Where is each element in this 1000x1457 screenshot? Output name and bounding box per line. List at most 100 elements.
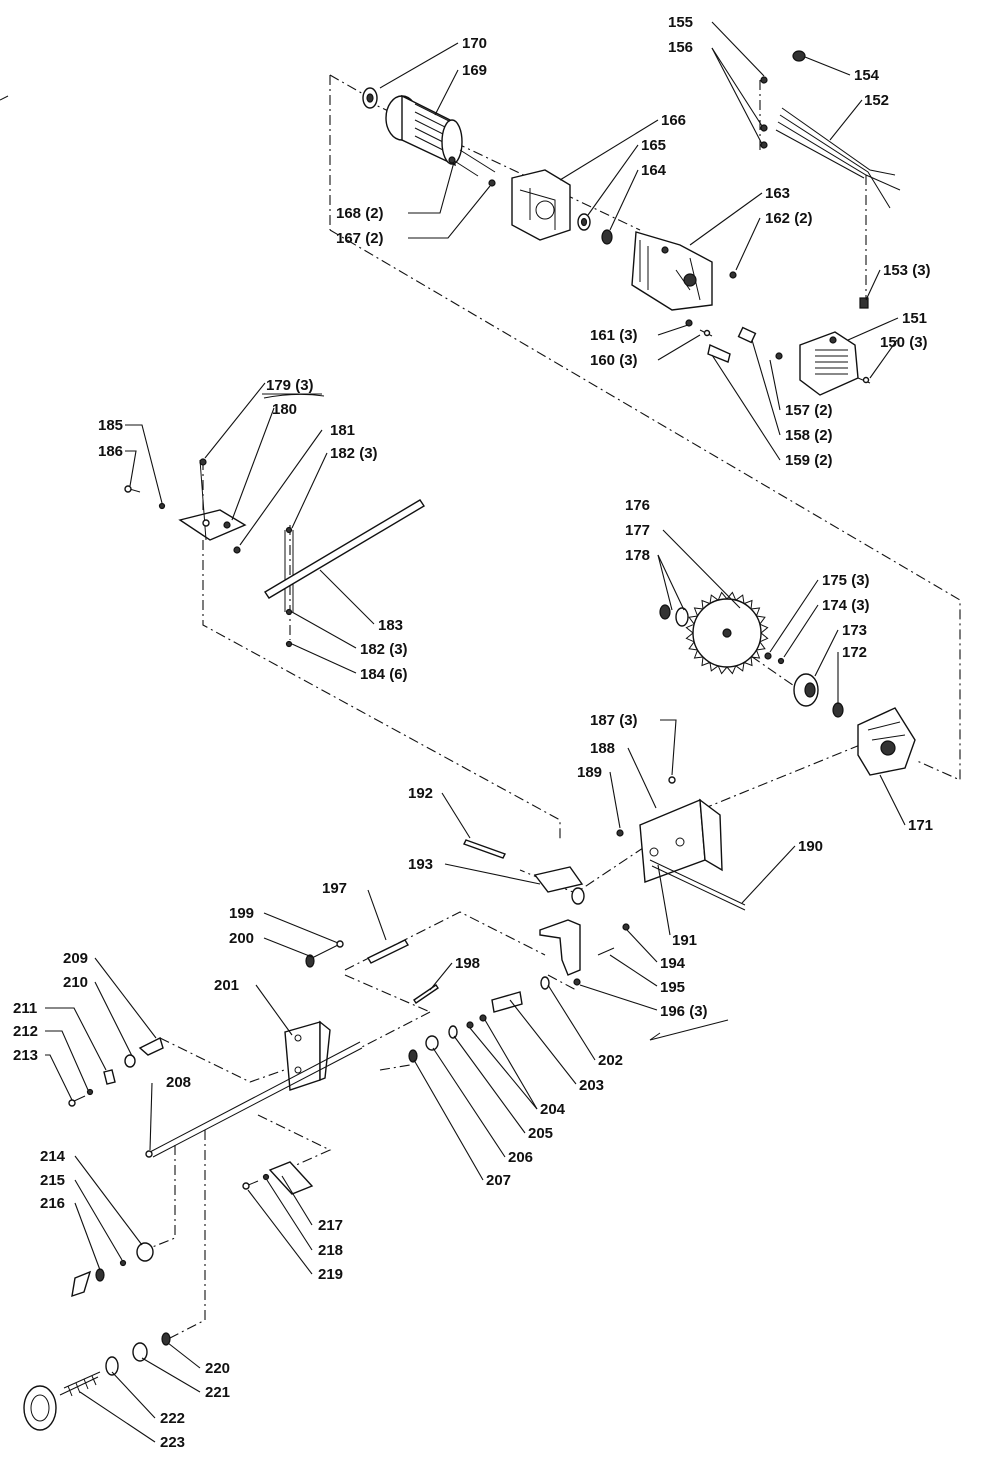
corner-mark bbox=[0, 95, 9, 101]
callout-156: 156 bbox=[668, 39, 693, 56]
callout-162: 162 (2) bbox=[765, 210, 813, 227]
callout-193: 193 bbox=[408, 856, 433, 873]
callout-174: 174 (3) bbox=[822, 597, 870, 614]
callout-188: 188 bbox=[590, 740, 615, 757]
callout-172: 172 bbox=[842, 644, 867, 661]
callout-217: 217 bbox=[318, 1217, 343, 1234]
callout-167: 167 (2) bbox=[336, 230, 384, 247]
part-187-189-screws bbox=[616, 776, 676, 837]
callout-175: 175 (3) bbox=[822, 572, 870, 589]
callout-152: 152 bbox=[864, 92, 889, 109]
callout-222: 222 bbox=[160, 1410, 185, 1427]
callout-183: 183 bbox=[378, 617, 403, 634]
callout-164: 164 bbox=[641, 162, 667, 179]
callout-186: 186 bbox=[98, 443, 123, 460]
callout-196: 196 (3) bbox=[660, 1003, 708, 1020]
callout-199: 199 bbox=[229, 905, 254, 922]
callout-195: 195 bbox=[660, 979, 685, 996]
callout-207: 207 bbox=[486, 1172, 511, 1189]
part-194-196-bracket bbox=[539, 919, 630, 986]
part-169-armature bbox=[385, 94, 496, 173]
callout-166: 166 bbox=[661, 112, 686, 129]
callout-201: 201 bbox=[214, 977, 239, 994]
part-176-saw-blade bbox=[692, 598, 762, 668]
part-153-connector bbox=[859, 297, 869, 309]
part-198-screw bbox=[413, 984, 439, 1004]
part-179-186-bracket bbox=[124, 458, 247, 554]
callout-219: 219 bbox=[318, 1266, 343, 1283]
callout-151: 151 bbox=[902, 310, 927, 327]
part-161-160-screws bbox=[685, 319, 713, 337]
callout-173: 173 bbox=[842, 622, 867, 639]
part-214-216-handle bbox=[71, 1242, 154, 1298]
callout-208: 208 bbox=[166, 1074, 191, 1091]
callout-216: 216 bbox=[40, 1195, 65, 1212]
callout-168: 168 (2) bbox=[336, 205, 384, 222]
part-154-cap bbox=[792, 50, 806, 62]
saw-blade-teeth bbox=[685, 591, 769, 675]
part-197-pin bbox=[367, 939, 409, 964]
callout-218: 218 bbox=[318, 1242, 343, 1259]
callout-180: 180 bbox=[272, 401, 297, 418]
part-162-nut bbox=[729, 271, 737, 279]
callout-189: 189 bbox=[577, 764, 602, 781]
part-175-174-screws bbox=[764, 652, 785, 665]
callout-176: 176 bbox=[625, 497, 650, 514]
callout-185: 185 bbox=[98, 417, 123, 434]
callout-160: 160 (3) bbox=[590, 352, 638, 369]
callout-170: 170 bbox=[462, 35, 487, 52]
callout-169: 169 bbox=[462, 62, 487, 79]
callout-203: 203 bbox=[579, 1077, 604, 1094]
callout-155: 155 bbox=[668, 14, 693, 31]
callout-163: 163 bbox=[765, 185, 790, 202]
callout-154: 154 bbox=[854, 67, 880, 84]
callout-206: 206 bbox=[508, 1149, 533, 1166]
part-163-motor-housing bbox=[631, 231, 713, 311]
part-202-207-washers bbox=[408, 976, 550, 1063]
callout-202: 202 bbox=[598, 1052, 623, 1069]
callout-158: 158 (2) bbox=[785, 427, 833, 444]
callout-215: 215 bbox=[40, 1172, 65, 1189]
callout-205: 205 bbox=[528, 1125, 553, 1142]
callout-190: 190 bbox=[798, 838, 823, 855]
callout-223: 223 bbox=[160, 1434, 185, 1451]
part-165-bearing bbox=[577, 213, 591, 231]
callout-labels: 170 169 168 (2) 167 (2) 166 165 164 163 … bbox=[13, 14, 933, 1451]
part-217-219-plate bbox=[242, 1161, 314, 1195]
part-151-end-cap bbox=[799, 331, 859, 396]
part-173-flange bbox=[793, 673, 819, 707]
underline-179 bbox=[263, 393, 325, 399]
part-182-184-rod-plate bbox=[284, 526, 294, 648]
part-192-pin bbox=[463, 839, 506, 859]
callout-191: 191 bbox=[672, 932, 697, 949]
part-178-nut bbox=[659, 604, 671, 620]
callout-177: 177 bbox=[625, 522, 650, 539]
callout-184: 184 (6) bbox=[360, 666, 408, 683]
callout-159: 159 (2) bbox=[785, 452, 833, 469]
part-171-gear-housing bbox=[857, 707, 916, 776]
part-201-bracket bbox=[284, 1020, 331, 1091]
callout-194: 194 bbox=[660, 955, 686, 972]
callout-204: 204 bbox=[540, 1101, 566, 1118]
callout-214: 214 bbox=[40, 1148, 66, 1165]
part-208-long-shaft bbox=[145, 1041, 363, 1158]
part-168-167-screw-washer bbox=[448, 156, 496, 187]
part-190-rod bbox=[649, 859, 746, 911]
part-183-shaft bbox=[264, 499, 425, 599]
part-157-nut bbox=[775, 352, 783, 360]
part-159-158-brush bbox=[707, 326, 757, 363]
part-164-washer bbox=[601, 229, 613, 245]
callout-157: 157 (2) bbox=[785, 402, 833, 419]
callout-150: 150 (3) bbox=[880, 334, 928, 351]
callout-182-top: 182 (3) bbox=[330, 445, 378, 462]
part-170-washer bbox=[362, 87, 378, 109]
callout-181: 181 bbox=[330, 422, 355, 439]
callout-153: 153 (3) bbox=[883, 262, 931, 279]
part-155-156-screw-nut bbox=[760, 76, 768, 149]
callout-187: 187 (3) bbox=[590, 712, 638, 729]
callout-220: 220 bbox=[205, 1360, 230, 1377]
part-177-washer bbox=[675, 607, 689, 627]
callout-182-bottom: 182 (3) bbox=[360, 641, 408, 658]
callout-197: 197 bbox=[322, 880, 347, 897]
